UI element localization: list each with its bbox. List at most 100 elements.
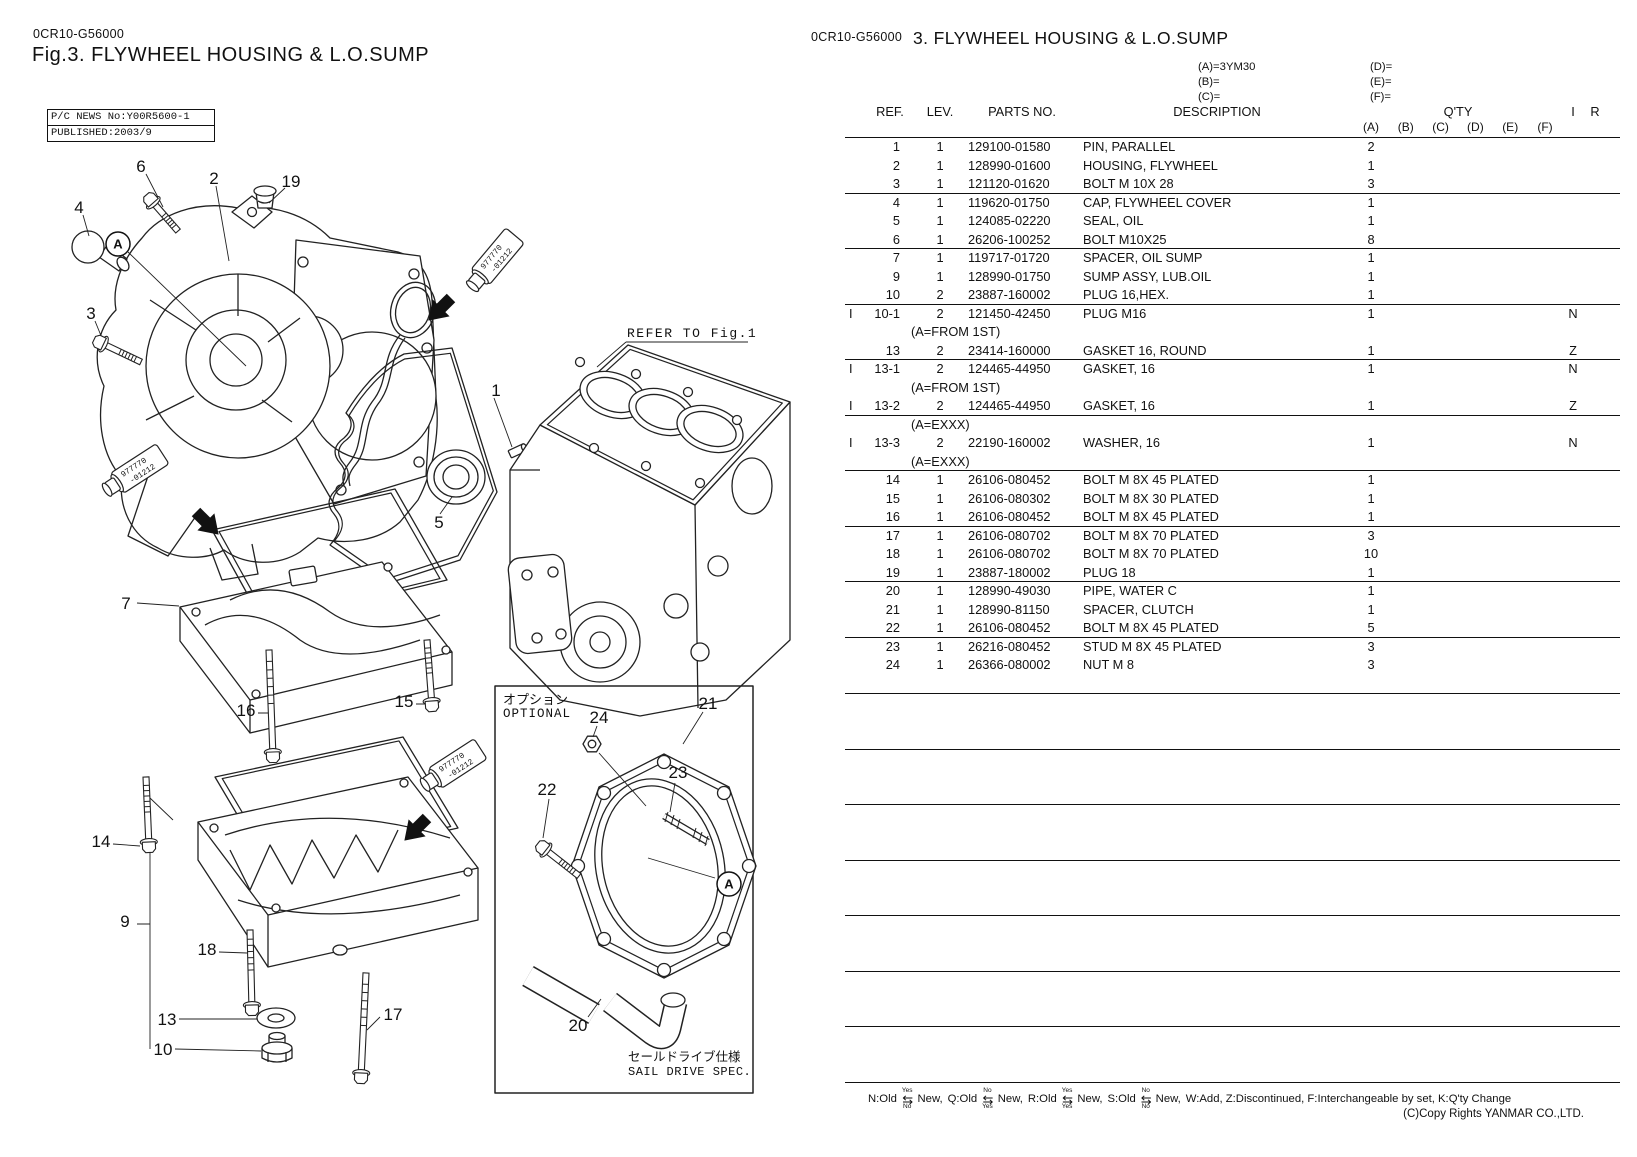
legend-new: New, (1155, 1093, 1181, 1105)
cell-description: STUD M 8X 45 PLATED (1083, 638, 1222, 654)
cell-parts-no: 119620-01750 (968, 194, 1050, 210)
cell-ref: 18 (885, 546, 900, 561)
cell-remark: N (1568, 305, 1578, 321)
cell-qty-a: 1 (1367, 157, 1375, 173)
cell-lev: 1 (936, 583, 944, 598)
cell-qty-a: 1 (1367, 490, 1375, 506)
cell-lev: 2 (936, 305, 944, 321)
cell-lev: 2 (936, 342, 944, 358)
callout-18: 18 (198, 940, 217, 959)
cell-parts-no: 26366-080002 (968, 657, 1051, 672)
svg-text:A: A (724, 877, 734, 892)
cell-description: HOUSING, FLYWHEEL (1083, 157, 1218, 173)
cell-parts-no: 124085-02220 (968, 213, 1051, 228)
cell-lev: 1 (936, 657, 944, 672)
legend-code: Q:Old (947, 1093, 978, 1105)
qty-subcol-B: (B) (1397, 120, 1414, 134)
qty-subcol-C: (C) (1432, 120, 1449, 134)
cell-ref: 10 (885, 287, 900, 302)
col-header-i: I (1571, 104, 1575, 119)
cell-lev: 2 (936, 435, 944, 450)
cell-note: (A=EXXX) (911, 453, 970, 469)
leader-lines (82, 173, 748, 1052)
empty-table-rule (845, 748, 1620, 750)
col-header-qty: Q'TY (1443, 104, 1473, 119)
empty-table-rule (845, 693, 1620, 694)
legend-new: New, (1077, 1093, 1103, 1105)
optional-label-en: OPTIONAL (503, 707, 572, 721)
cell-qty-a: 1 (1367, 398, 1375, 413)
cell-parts-no: 121450-42450 (968, 305, 1051, 321)
cell-description: WASHER, 16 (1083, 435, 1161, 450)
cell-description: SEAL, OIL (1083, 213, 1144, 228)
variant-codes-left: (A)=3YM30(B)=(C)= (1198, 60, 1255, 105)
cell-parts-no: 128990-01600 (968, 157, 1051, 173)
pc-news-published: PUBLISHED:2003/9 (51, 127, 152, 139)
legend-arrow: Yes⇆Yes (1061, 1087, 1073, 1110)
cell-lev: 1 (936, 213, 944, 228)
cell-parts-no: 26106-080702 (968, 527, 1051, 543)
cell-qty-a: 1 (1367, 601, 1375, 617)
cell-ref: 21 (885, 601, 900, 617)
callout-20: 20 (569, 1016, 588, 1035)
callout-16: 16 (237, 701, 256, 720)
cell-qty-a: 1 (1367, 583, 1375, 598)
callout-9: 9 (120, 912, 129, 931)
table-row: 5 1 124085-02220 SEAL, OIL 1 (845, 212, 1620, 231)
cell-ref: 20 (885, 583, 900, 598)
empty-table-rule (845, 859, 1620, 861)
table-title: 3. FLYWHEEL HOUSING & L.O.SUMP (913, 28, 1229, 48)
cell-description: PLUG 16,HEX. (1083, 287, 1170, 302)
cell-parts-no: 23414-160000 (968, 342, 1051, 358)
cell-parts-no: 26216-080452 (968, 638, 1051, 654)
document-code-right: 0CR10-G56000 (811, 30, 903, 44)
cell-description: BOLT M 8X 45 PLATED (1083, 620, 1219, 635)
cell-lev: 2 (936, 361, 944, 376)
cell-ref: 5 (892, 213, 900, 228)
variant-code: (D)= (1370, 61, 1393, 73)
cell-qty-a: 1 (1367, 194, 1375, 210)
housing-gasket-drawing (328, 347, 498, 585)
bolt-drawing (242, 929, 261, 1017)
cell-qty-a: 1 (1367, 213, 1375, 228)
cell-lev: 1 (936, 620, 944, 635)
callout-2: 2 (209, 169, 218, 188)
bolt-drawing (352, 972, 371, 1085)
variant-code: (A)=3YM30 (1198, 61, 1256, 73)
cell-description: NUT M 8 (1083, 657, 1134, 672)
legend-code: R:Old (1027, 1093, 1057, 1105)
empty-table-rule (845, 970, 1620, 972)
cell-lev: 1 (936, 268, 944, 284)
cell-parts-no: 119717-01720 (968, 250, 1050, 265)
washer-drawing (256, 1007, 296, 1029)
cell-qty-a: 1 (1367, 305, 1375, 321)
cell-ref: 7 (892, 250, 900, 265)
cell-remark: Z (1569, 342, 1577, 358)
cell-qty-a: 1 (1367, 564, 1375, 580)
cell-flag: I (849, 361, 853, 376)
cell-qty-a: 2 (1367, 139, 1375, 154)
col-header-lev: LEV. (926, 104, 954, 119)
legend-code: N:Old (868, 1093, 897, 1105)
cell-ref: 23 (885, 638, 900, 654)
cell-ref: 13 (885, 342, 900, 358)
callout-13: 13 (158, 1010, 177, 1029)
cell-lev: 1 (936, 564, 944, 580)
marker-a-2: A (716, 871, 742, 897)
cell-description: BOLT M 8X 30 PLATED (1083, 490, 1219, 506)
table-header-rule (845, 137, 1620, 138)
